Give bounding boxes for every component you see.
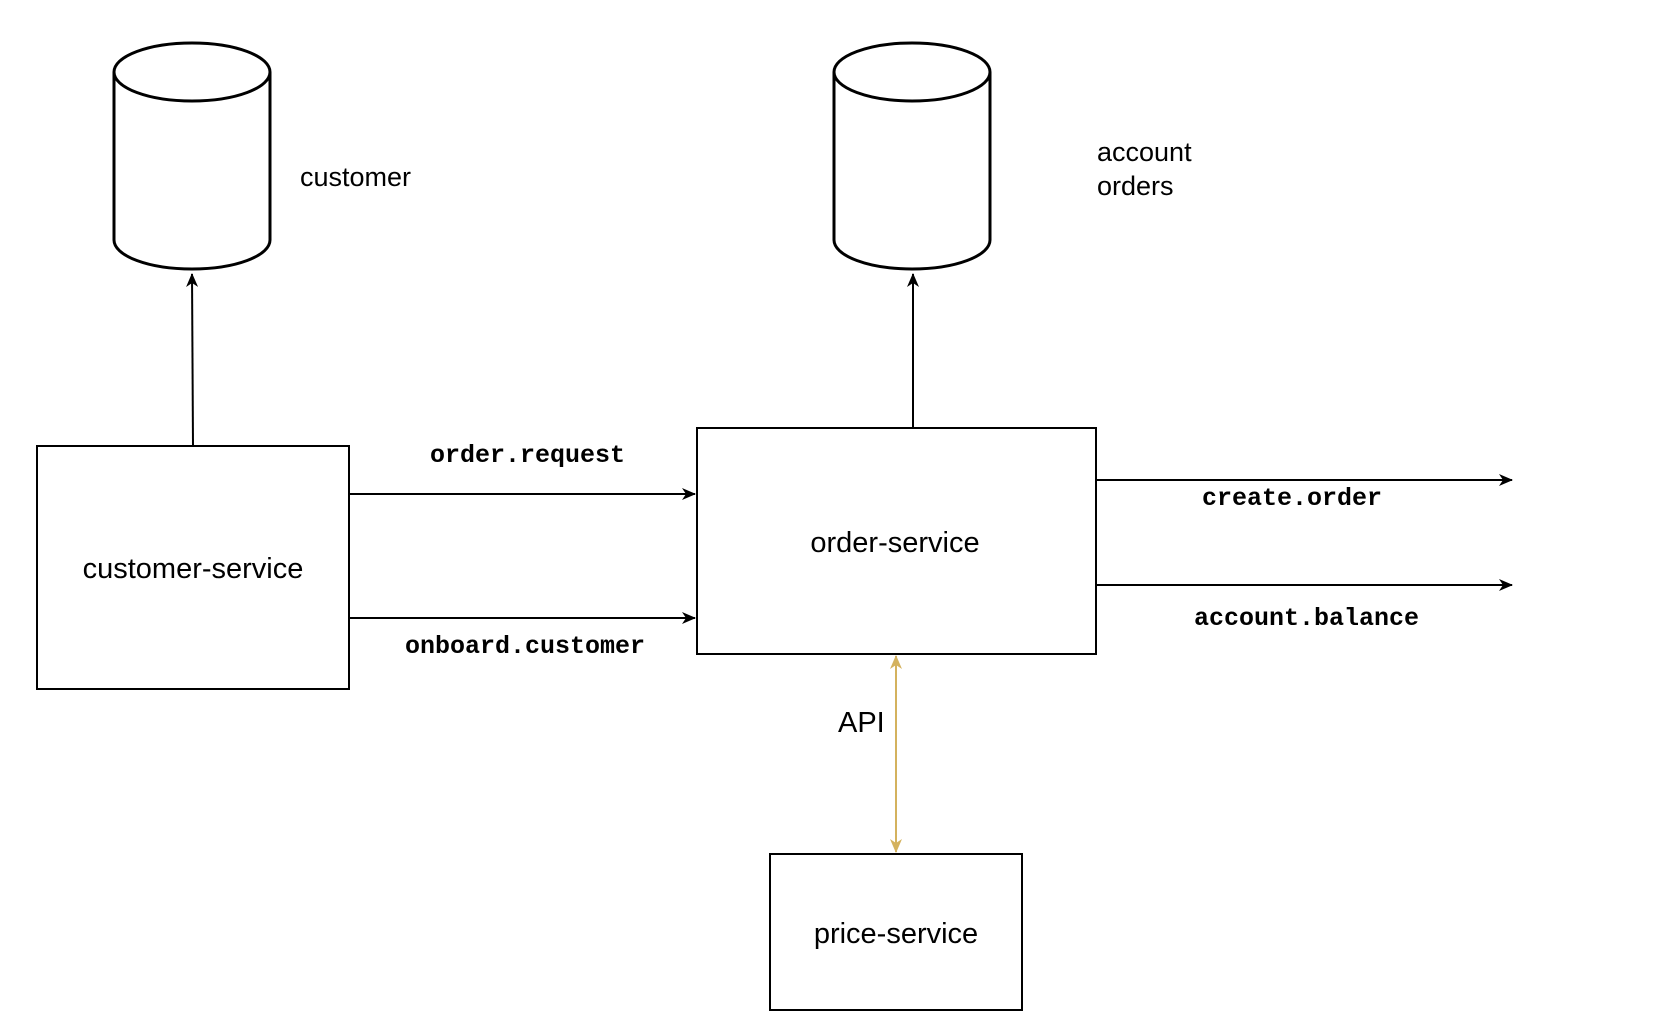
- order-database-label-line-2: orders: [1097, 171, 1174, 201]
- order-service-label: order-service: [810, 527, 979, 559]
- customer-service-node[interactable]: customer-service: [36, 445, 350, 690]
- create-order-topic-label: create.order: [1202, 484, 1382, 513]
- customer-service-to-db-arrow: [186, 273, 199, 447]
- order-database[interactable]: [832, 41, 992, 271]
- customer-database-label: customer: [300, 162, 411, 192]
- account-balance-topic-label: account.balance: [1194, 604, 1419, 633]
- price-service-label: price-service: [814, 918, 978, 950]
- customer-service-label: customer-service: [83, 553, 304, 585]
- customer-database[interactable]: [112, 41, 272, 271]
- order-request-topic-label: order.request: [430, 441, 625, 470]
- order-database-label-line-1: account: [1097, 137, 1192, 167]
- api-label: API: [838, 707, 885, 739]
- order-service-node[interactable]: order-service: [696, 427, 1097, 655]
- onboard-customer-topic-label: onboard.customer: [405, 632, 645, 661]
- price-service-node[interactable]: price-service: [769, 853, 1023, 1011]
